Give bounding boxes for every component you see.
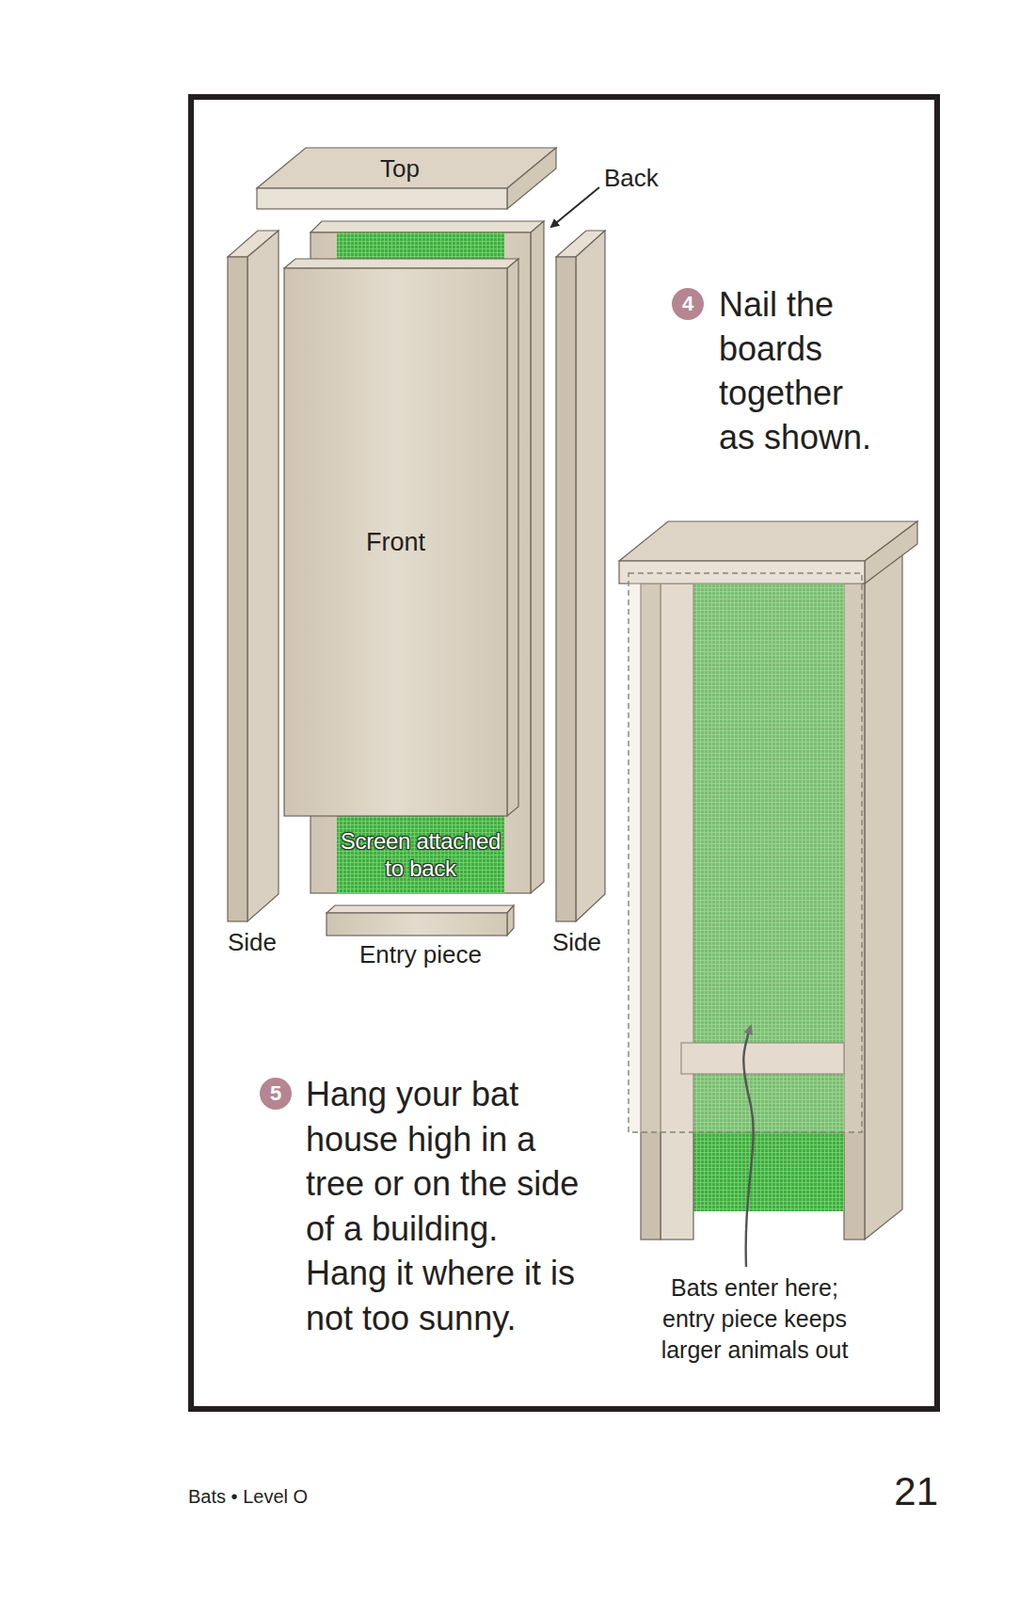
entry-path-arrow xyxy=(743,1025,753,1267)
board-front-face xyxy=(284,268,508,816)
board-side-face xyxy=(507,905,514,936)
board-side-face xyxy=(864,521,918,584)
board-front-face xyxy=(227,256,248,922)
node-text: Top xyxy=(285,154,515,184)
page-number: 21 xyxy=(843,1467,939,1515)
right-side-board xyxy=(556,230,606,922)
top-board-label: Top xyxy=(282,150,518,187)
board-side-face xyxy=(575,230,606,922)
front-board xyxy=(284,258,519,816)
top-board xyxy=(256,147,557,209)
board-side-face xyxy=(507,258,519,816)
board-side-face xyxy=(864,553,903,1240)
board-side-face xyxy=(247,230,279,922)
node-text: Screen attached to back xyxy=(339,827,502,882)
board-side-face xyxy=(530,221,544,893)
step-circle xyxy=(671,287,704,320)
part-name: Back xyxy=(604,163,680,193)
callout-note: Bats enter here; entry piece keeps large… xyxy=(641,1272,868,1366)
page-frame xyxy=(191,96,938,1409)
part-name: Side xyxy=(529,927,624,957)
step-circle xyxy=(259,1077,292,1110)
left-side-board xyxy=(227,230,279,922)
board-top-face xyxy=(310,221,544,233)
board-top-face xyxy=(326,905,514,913)
board-top-face xyxy=(284,258,519,269)
screen-label: Screen attached to back xyxy=(336,817,505,892)
step-text: Nail the boards together as shown. xyxy=(718,282,889,460)
board-front-face xyxy=(556,256,576,922)
part-name: Entry piece xyxy=(326,939,515,970)
leader-arrow xyxy=(551,187,600,227)
front-board-label: Front xyxy=(284,268,508,816)
node-text: Front xyxy=(286,526,505,558)
board-front-face xyxy=(256,188,508,209)
footer-text: Bats • Level O xyxy=(188,1484,471,1508)
step-text: Hang your bat house high in a tree or on… xyxy=(305,1071,589,1340)
board-front-face xyxy=(326,912,508,936)
callout-number: 4 xyxy=(671,287,704,320)
callout-number: 5 xyxy=(259,1077,292,1110)
board-top-face xyxy=(256,147,557,189)
board-side-face xyxy=(507,147,557,209)
entry-piece-board xyxy=(326,905,514,936)
part-name: Side xyxy=(205,927,300,957)
assembled-bat-house xyxy=(619,521,918,1240)
